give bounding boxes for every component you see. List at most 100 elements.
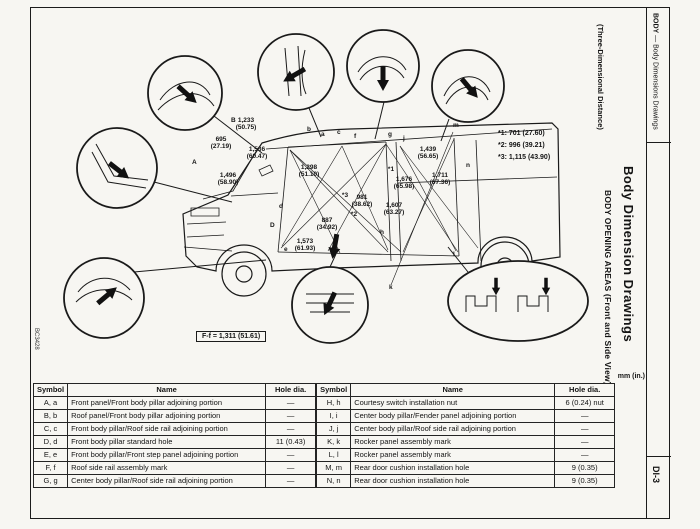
point-marker: e bbox=[284, 246, 288, 253]
page-border-frame bbox=[30, 7, 670, 519]
point-marker: b bbox=[307, 126, 311, 133]
hole-dia-cell: — bbox=[554, 409, 616, 423]
section-edge-label: BODY — Body Dimensions Drawings bbox=[651, 13, 659, 130]
dimension-label: 1,573 (61.93) bbox=[294, 238, 316, 253]
footnote: *2: 996 (39.21) bbox=[498, 141, 545, 149]
point-marker: j bbox=[403, 135, 405, 142]
drawing-code: BC3428 bbox=[33, 328, 39, 350]
name-cell: Rear door cushion installation hole bbox=[350, 474, 556, 488]
point-marker: f bbox=[354, 133, 357, 140]
hole-dia-cell: 6 (0.24) nut bbox=[554, 396, 616, 410]
sidebar-tick-bottom bbox=[646, 456, 671, 457]
dimension-label: 1,233 (50.75) bbox=[235, 117, 257, 132]
hole-dia-cell: — bbox=[554, 448, 616, 462]
name-cell: Center body pillar/Fender panel adjoinin… bbox=[350, 409, 556, 423]
name-cell: Courtesy switch installation nut bbox=[350, 396, 556, 410]
column-header-hole-dia: Hole dia. bbox=[265, 383, 317, 397]
symbol-cell: E, e bbox=[32, 448, 69, 462]
table-header-row: Symbol Name Hole dia. bbox=[32, 383, 317, 397]
hole-dia-cell: — bbox=[554, 422, 616, 436]
section-edge-label-bold: BODY bbox=[651, 13, 659, 34]
footnote: *1: 701 (27.60) bbox=[498, 130, 545, 137]
hole-dia-cell: — bbox=[265, 474, 317, 488]
name-cell: Roof panel/Front body pillar adjoining p… bbox=[67, 409, 267, 423]
hole-dia-cell: — bbox=[265, 448, 317, 462]
page-title: Body Dimension Drawings bbox=[621, 166, 636, 343]
point-marker: g bbox=[388, 131, 392, 138]
hole-dia-cell: — bbox=[265, 422, 317, 436]
point-marker: d bbox=[279, 203, 283, 210]
point-marker: h bbox=[380, 229, 384, 236]
dimension-label: 981 (38.62) bbox=[351, 194, 373, 209]
dimension-label: 695 (27.19) bbox=[210, 136, 232, 151]
boxed-dimension-note: F-f = 1,311 (51.61) bbox=[196, 331, 267, 342]
symbol-cell: D, d bbox=[32, 435, 69, 449]
three-dimensional-distance-note: (Three-Dimensional Distance) bbox=[596, 24, 605, 130]
dimension-label: 1,711 (67.36) bbox=[429, 172, 451, 187]
units-note: mm (in.) bbox=[617, 373, 645, 380]
symbol-cell: K, k bbox=[316, 435, 352, 449]
hole-dia-cell: — bbox=[265, 409, 317, 423]
symbol-cell: G, g bbox=[32, 474, 69, 488]
point-marker: A bbox=[192, 159, 197, 166]
sidebar-tick-top bbox=[646, 142, 671, 143]
hole-dia-cell: 11 (0.43) bbox=[265, 435, 317, 449]
section-edge-label-rest: — Body Dimensions Drawings bbox=[651, 33, 659, 130]
dimension-label: 1,496 (58.90) bbox=[217, 172, 239, 187]
footnote-marker: *1 bbox=[387, 166, 395, 173]
dimension-label: 887 (34.92) bbox=[316, 217, 338, 232]
point-marker: k bbox=[389, 284, 393, 291]
hole-dia-cell: 9 (0.35) bbox=[554, 461, 616, 475]
name-cell: Center body pillar/Roof side rail adjoin… bbox=[67, 474, 267, 488]
column-header-symbol: Symbol bbox=[32, 383, 69, 397]
dimension-footnotes: *1: 701 (27.60) *2: 996 (39.21) *3: 1,11… bbox=[498, 128, 550, 164]
column-header-name: Name bbox=[67, 383, 267, 397]
hole-dia-cell: — bbox=[265, 396, 317, 410]
column-header-hole-dia: Hole dia. bbox=[554, 383, 616, 397]
point-marker: D bbox=[270, 222, 275, 229]
sidebar-divider bbox=[646, 7, 647, 519]
page-subtitle: BODY OPENING AREAS (Front and Side View) bbox=[603, 190, 613, 385]
point-marker: B bbox=[231, 117, 236, 124]
name-cell: Rocker panel assembly mark bbox=[350, 448, 556, 462]
name-cell: Front panel/Front body pillar adjoining … bbox=[67, 396, 267, 410]
name-cell: Center body pillar/Roof side rail adjoin… bbox=[350, 422, 556, 436]
symbol-cell: L, l bbox=[316, 448, 352, 462]
column-header-symbol: Symbol bbox=[316, 383, 352, 397]
dimension-label: 1,676 (65.98) bbox=[393, 176, 415, 191]
name-cell: Rear door cushion installation hole bbox=[350, 461, 556, 475]
name-cell: Front body pillar/Front step panel adjoi… bbox=[67, 448, 267, 462]
symbol-cell: H, h bbox=[316, 396, 352, 410]
name-cell: Front body pillar standard hole bbox=[67, 435, 267, 449]
point-marker: m bbox=[453, 122, 459, 129]
symbol-cell: B, b bbox=[32, 409, 69, 423]
dimension-label: 1,298 (51.10) bbox=[298, 164, 320, 179]
hole-dia-cell: 9 (0.35) bbox=[554, 474, 616, 488]
hole-dia-cell: — bbox=[554, 435, 616, 449]
hole-dia-cell: — bbox=[265, 461, 317, 475]
symbol-cell: J, j bbox=[316, 422, 352, 436]
symbol-cell: N, n bbox=[316, 474, 352, 488]
dimension-label: 1,536 (60.47) bbox=[246, 146, 268, 161]
footnote-marker: *3 bbox=[341, 192, 349, 199]
symbol-cell: I, i bbox=[316, 409, 352, 423]
point-marker: n bbox=[466, 162, 470, 169]
table-header-row: Symbol Name Hole dia. bbox=[316, 383, 616, 397]
name-cell: Roof side rail assembly mark bbox=[67, 461, 267, 475]
